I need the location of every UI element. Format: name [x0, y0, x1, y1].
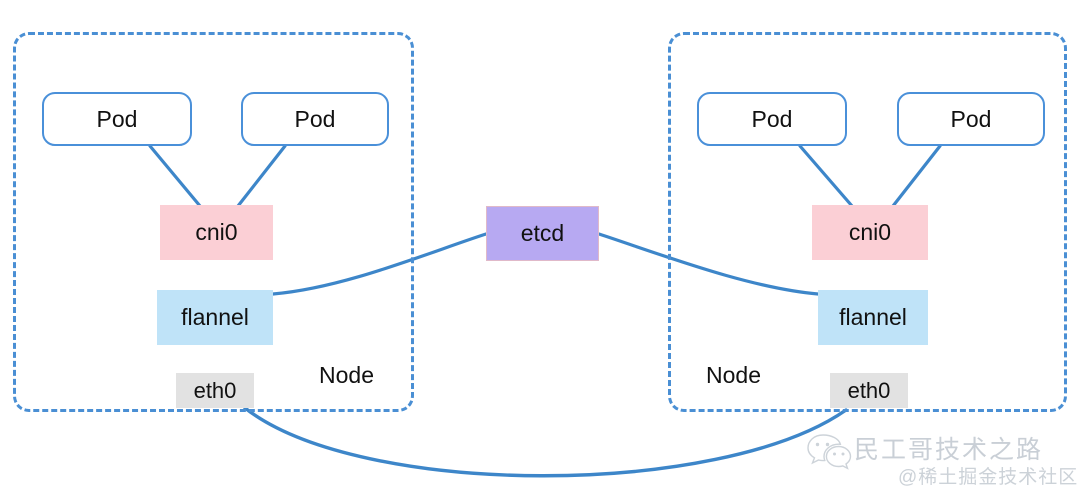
node-group-right — [668, 32, 1067, 412]
cni0-box-left[interactable]: cni0 — [160, 205, 273, 260]
node-group-left — [13, 32, 414, 412]
watermark-sub-text: @稀土掘金技术社区 — [898, 467, 1079, 488]
pod-box-left-2[interactable]: Pod — [241, 92, 389, 146]
eth0-box-right[interactable]: eth0 — [830, 373, 908, 408]
flannel-box-left[interactable]: flannel — [157, 290, 273, 345]
pod-box-right-2[interactable]: Pod — [897, 92, 1045, 146]
cni0-box-right[interactable]: cni0 — [812, 205, 928, 260]
watermark-main-text: 民工哥技术之路 — [854, 436, 1044, 464]
eth0-label: eth0 — [193, 377, 237, 403]
cni0-label: cni0 — [195, 219, 238, 245]
etcd-label: etcd — [520, 220, 565, 246]
pod-box-left-1[interactable]: Pod — [42, 92, 192, 146]
edge-eth0-eth0 — [243, 406, 848, 478]
eth0-box-left[interactable]: eth0 — [176, 373, 254, 408]
flannel-box-right[interactable]: flannel — [818, 290, 928, 345]
pod-label: Pod — [950, 105, 992, 132]
node-label-left: Node — [319, 362, 374, 388]
flannel-label: flannel — [181, 304, 249, 330]
pod-label: Pod — [96, 105, 138, 132]
eth0-label: eth0 — [847, 377, 891, 403]
pod-box-right-1[interactable]: Pod — [697, 92, 847, 146]
node-label-right: Node — [706, 362, 761, 388]
etcd-box[interactable]: etcd — [486, 206, 599, 261]
wechat-icon — [807, 434, 852, 470]
flannel-label: flannel — [839, 304, 907, 330]
pod-label: Pod — [294, 105, 336, 132]
cni0-label: cni0 — [848, 219, 892, 245]
watermark: 民工哥技术之路 @稀土掘金技术社区 — [802, 428, 1077, 492]
pod-label: Pod — [751, 105, 793, 132]
